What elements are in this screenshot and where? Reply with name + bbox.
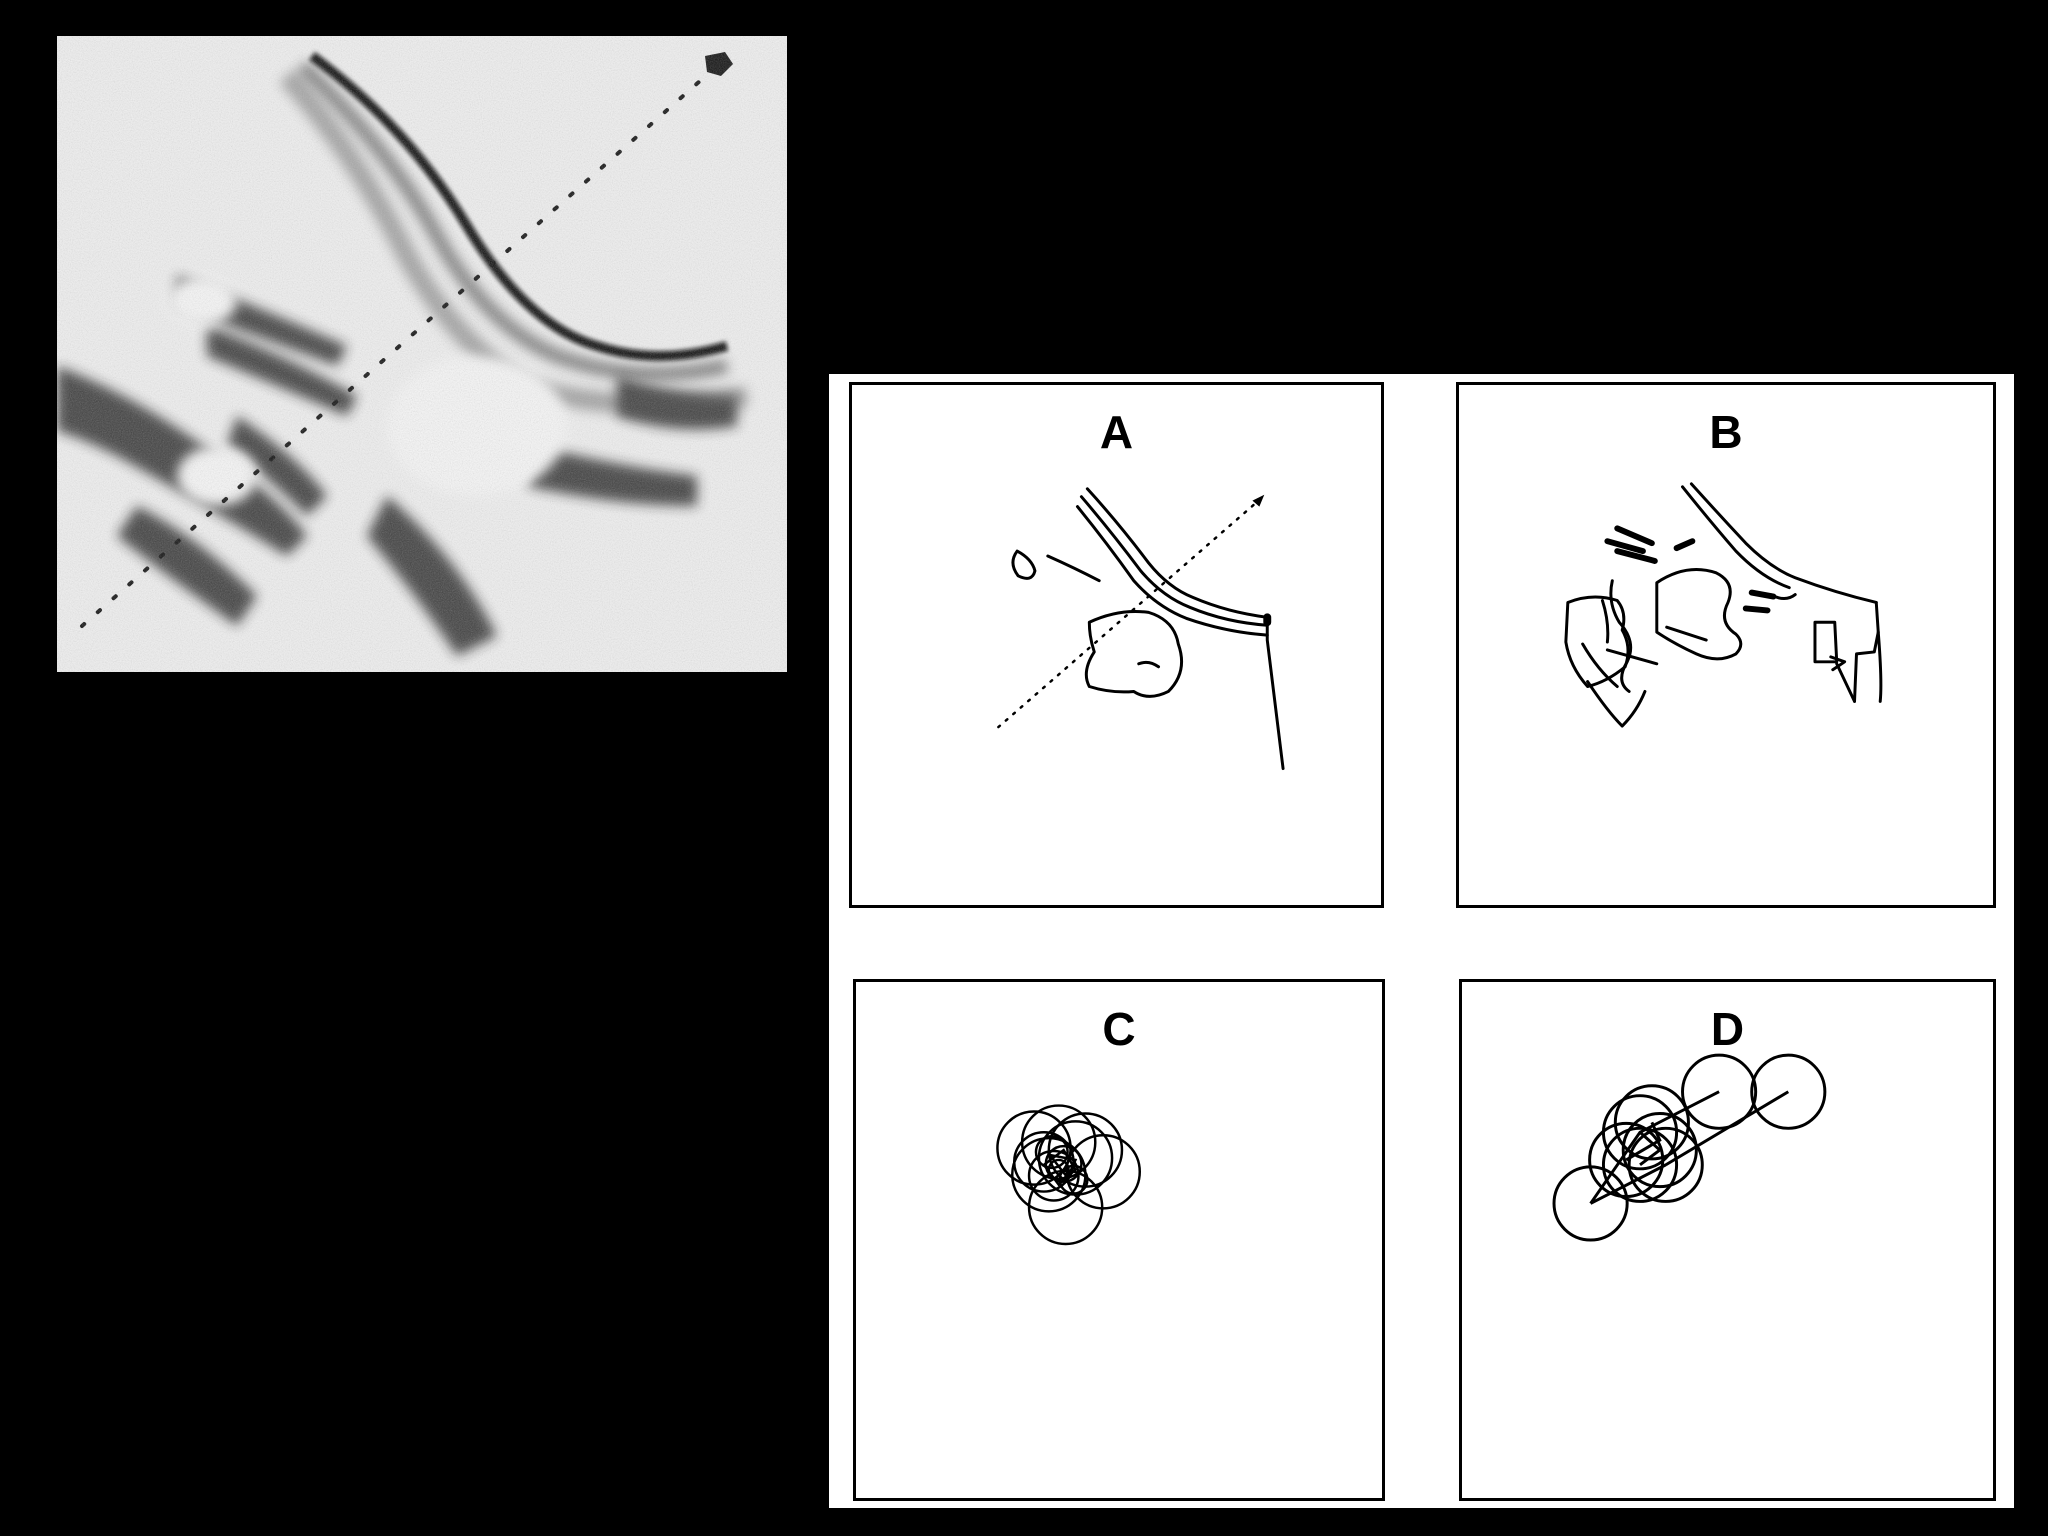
panel-a-drawing bbox=[997, 487, 1285, 771]
ultrasound-scan-icon bbox=[57, 36, 787, 672]
panel-b-label: B bbox=[1709, 406, 1743, 458]
ultrasound-image bbox=[57, 36, 787, 672]
panel-a-label: A bbox=[1099, 406, 1134, 458]
panel-b-drawing bbox=[1564, 482, 1883, 728]
panel-d-drawing bbox=[1552, 1053, 1827, 1242]
panel-b: B bbox=[1456, 382, 1996, 908]
diagram-figure: A B bbox=[829, 374, 2014, 1508]
panel-c: C bbox=[853, 979, 1385, 1501]
panel-d: D bbox=[1459, 979, 1996, 1501]
panel-a: A bbox=[849, 382, 1384, 908]
panel-c-label: C bbox=[1102, 1003, 1136, 1055]
panel-c-drawing bbox=[996, 1104, 1141, 1246]
panel-d-label: D bbox=[1710, 1003, 1745, 1055]
